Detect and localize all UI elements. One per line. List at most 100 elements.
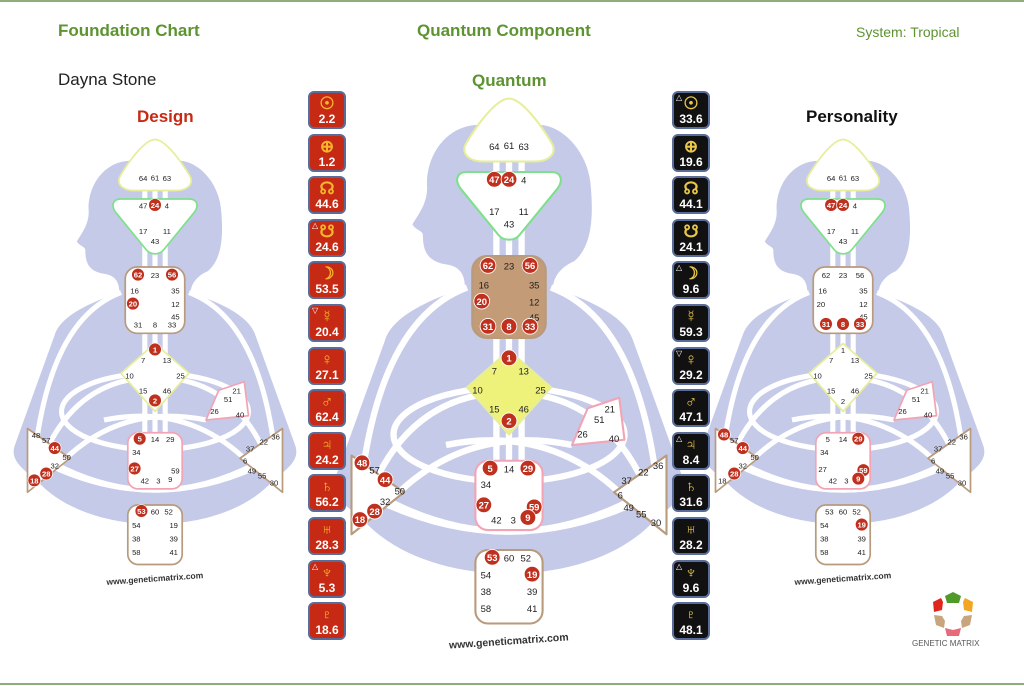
design-neptune-activation[interactable]: △♆5.3 <box>308 559 346 598</box>
exaltation-marker: △ <box>676 561 683 571</box>
gate-number: 28 <box>369 507 380 518</box>
neptune-icon: ♆ <box>684 562 698 582</box>
gate-number: 27 <box>479 501 490 512</box>
gate-number: 36 <box>959 433 968 442</box>
gate-number: 24 <box>151 201 160 210</box>
gate-line-value: 18.6 <box>315 623 339 638</box>
gate-activation-dot <box>148 393 162 408</box>
watermark: www.geneticmatrix.com <box>105 570 204 587</box>
design-north-node-activation[interactable]: ☊44.6 <box>308 176 346 215</box>
channel <box>51 464 259 493</box>
gate-number: 45 <box>859 313 868 322</box>
gate-line-value: 47.1 <box>679 410 703 425</box>
exaltation-marker: △ <box>676 93 683 102</box>
gate-number: 60 <box>504 554 515 565</box>
personality-neptune-activation[interactable]: △♆9.6 <box>672 559 710 598</box>
channel <box>842 374 956 456</box>
gate-number: 7 <box>141 356 145 365</box>
gate-activation-dot <box>824 198 838 212</box>
design-mars-activation[interactable]: ♂62.4 <box>308 389 346 428</box>
personality-south-node-activation[interactable]: ☋24.1 <box>672 218 710 257</box>
channel <box>381 499 637 535</box>
design-jupiter-activation[interactable]: ♃24.2 <box>308 431 346 470</box>
personality-saturn-activation[interactable]: ♄31.6 <box>672 474 710 513</box>
gate-number: 53 <box>137 507 146 516</box>
gate-number: 17 <box>827 227 836 236</box>
gate-number: 15 <box>139 387 148 396</box>
person-name: Dayna Stone <box>58 70 157 89</box>
gate-number: 61 <box>839 173 848 182</box>
design-south-node-activation[interactable]: △☋24.6 <box>308 218 346 257</box>
gate-number: 37 <box>934 444 943 453</box>
design-sun-activation[interactable]: ☉2.2 <box>308 91 346 129</box>
gate-number: 47 <box>139 201 148 210</box>
watermark: www.geneticmatrix.com <box>793 570 892 587</box>
design-venus-activation[interactable]: ♀27.1 <box>308 346 346 385</box>
channel <box>791 413 939 465</box>
personality-jupiter-activation[interactable]: △♃8.4 <box>672 431 710 470</box>
channel <box>508 389 649 489</box>
design-moon-activation[interactable]: ☽53.5 <box>308 261 346 300</box>
root-center <box>126 504 184 566</box>
gate-number: 1 <box>153 345 158 354</box>
design-uranus-activation[interactable]: ♅28.3 <box>308 517 346 555</box>
moon-icon: ☽ <box>683 264 699 284</box>
gate-activation-dot <box>853 317 867 331</box>
personality-moon-activation[interactable]: △☽9.6 <box>672 261 710 300</box>
gate-number: 24 <box>504 175 515 186</box>
personality-mercury-activation[interactable]: ☿59.3 <box>672 304 710 342</box>
design-mercury-activation[interactable]: ▽☿20.4 <box>308 304 346 342</box>
gate-number: 49 <box>248 467 257 476</box>
gate-activation-dot <box>27 473 42 488</box>
g-center <box>465 349 553 436</box>
personality-pluto-activation[interactable]: ♇48.1 <box>672 602 710 641</box>
channel <box>876 290 965 446</box>
gate-number: 59 <box>529 503 540 514</box>
gate-number: 43 <box>504 220 515 231</box>
watermark: www.geneticmatrix.com <box>448 631 569 651</box>
design-earth-activation[interactable]: ⊕1.2 <box>308 133 346 172</box>
personality-venus-activation[interactable]: ▽♀29.2 <box>672 346 710 385</box>
gate-number: 25 <box>864 371 873 380</box>
gate-line-value: 20.4 <box>315 325 339 339</box>
gate-number: 40 <box>609 434 620 445</box>
gate-number: 36 <box>653 461 664 472</box>
gate-number: 13 <box>163 356 172 365</box>
gate-activation-dot <box>376 471 394 488</box>
gate-activation-dot <box>500 171 518 188</box>
gate-number: 26 <box>210 407 219 416</box>
gate-line-value: 27.1 <box>315 367 339 382</box>
gate-line-value: 59.3 <box>679 325 703 339</box>
gate-number: 27 <box>818 465 827 474</box>
gate-activation-dot <box>134 504 149 518</box>
logo-segment <box>961 615 972 628</box>
gate-number: 4 <box>853 201 858 210</box>
ajna-center <box>800 198 886 255</box>
gate-line-value: 9.6 <box>682 282 700 297</box>
gate-number: 20 <box>476 297 487 308</box>
spleen-center <box>26 427 71 494</box>
gate-number: 19 <box>527 570 538 581</box>
channel <box>358 284 469 477</box>
personality-label: Personality <box>806 107 898 126</box>
gate-activation-dot <box>132 431 147 446</box>
gate-activation-dot <box>127 461 142 476</box>
head-center <box>463 97 555 163</box>
design-pluto-activation[interactable]: ♇18.6 <box>308 602 346 641</box>
personality-mars-activation[interactable]: ♂47.1 <box>672 389 710 428</box>
design-saturn-activation[interactable]: ♄56.2 <box>308 474 346 513</box>
gate-number: 39 <box>527 587 538 598</box>
gate-activation-dot <box>519 459 537 477</box>
personality-uranus-activation[interactable]: ♅28.2 <box>672 517 710 555</box>
personality-north-node-activation[interactable]: ☊44.1 <box>672 176 710 215</box>
design-label: Design <box>137 107 194 126</box>
gate-line-value: 56.2 <box>315 495 339 510</box>
gate-number: 13 <box>851 356 860 365</box>
gate-number: 2 <box>841 397 845 406</box>
personality-earth-activation[interactable]: ⊕19.6 <box>672 133 710 172</box>
sacral-center <box>814 431 872 490</box>
personality-sun-activation[interactable]: △☉33.6 <box>672 91 710 129</box>
gate-number: 63 <box>851 174 860 183</box>
gate-activation-dot <box>854 517 869 532</box>
gate-number: 50 <box>750 453 759 462</box>
